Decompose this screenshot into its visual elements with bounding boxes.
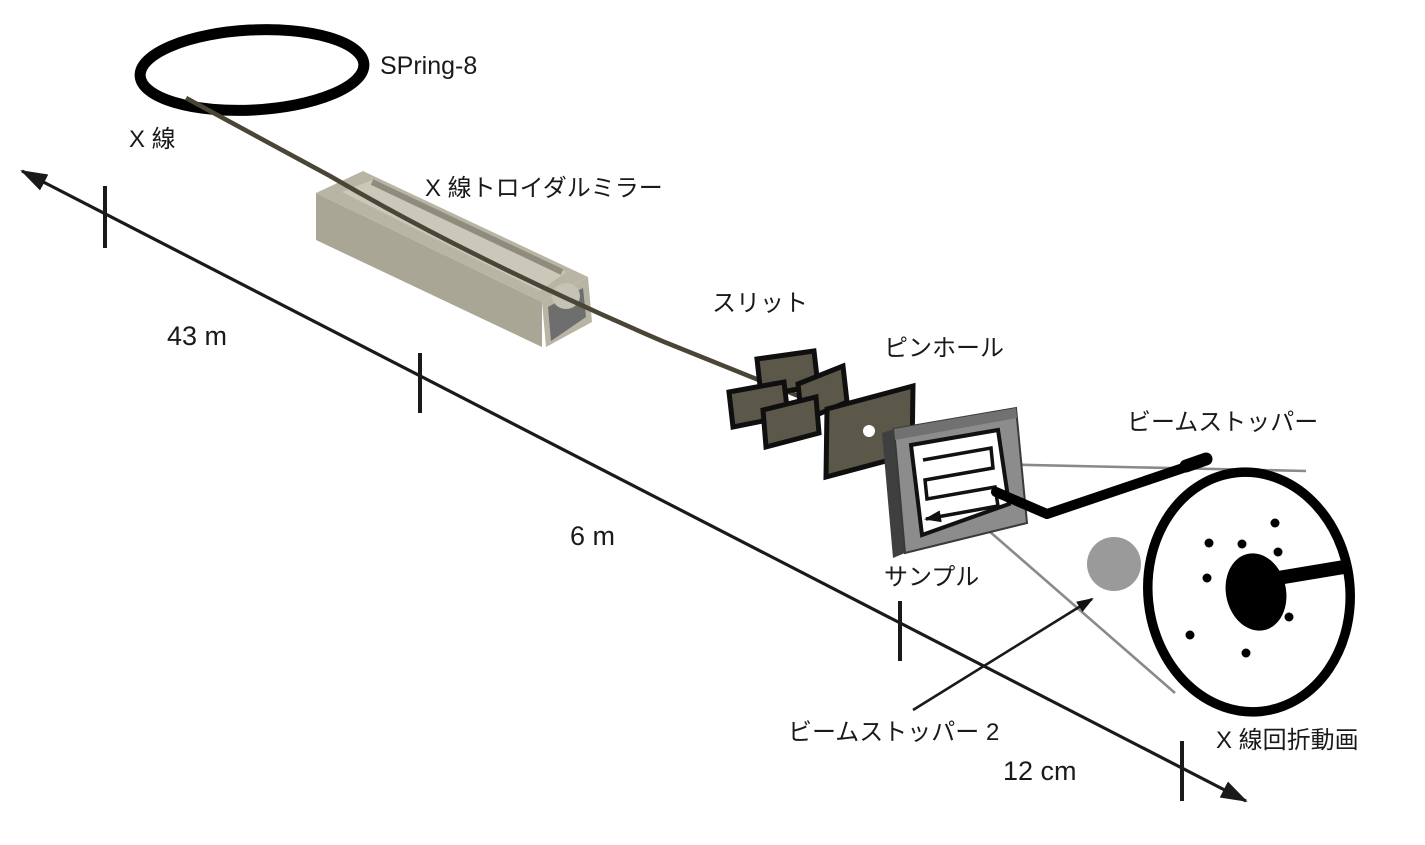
sample-side-edge (882, 429, 905, 558)
beam-stopper-2-label: ビームストッパー 2 (788, 719, 999, 746)
beam-stopper-arm (991, 458, 1203, 519)
detector (1143, 467, 1355, 717)
raster-scan-path (922, 445, 1000, 523)
mirror-channel-rail (370, 179, 564, 275)
slit-label: スリット (712, 290, 808, 317)
distance-43m: 43 m (167, 321, 227, 351)
sample-frame-top-shade (894, 408, 1017, 440)
beam-stopper-2-disc (1087, 537, 1141, 591)
beamstop-shadow (1225, 553, 1287, 631)
dimension-axis (20, 169, 1248, 803)
slit-plate-bottom (760, 393, 822, 451)
toroidal-mirror (316, 171, 592, 347)
sample (882, 406, 1029, 558)
xray-beam (184, 95, 881, 437)
pinhole-hole (863, 425, 875, 437)
dimension-line (20, 169, 1248, 803)
beam-stopper-tip (1179, 452, 1213, 473)
storage-ring (134, 24, 370, 116)
detector-label: X 線回折動画 (1216, 727, 1359, 754)
xray-label: X 線 (129, 126, 176, 153)
pinhole-label: ピンホール (884, 335, 1004, 362)
beamstop-shadow-bar (1270, 560, 1346, 586)
beam-stopper (991, 452, 1213, 519)
beam-stopper-label: ビームストッパー (1127, 409, 1318, 436)
mirror-front-face (316, 193, 542, 347)
distance-6m: 6 m (570, 521, 615, 551)
beam-stopper-2-arrow (912, 597, 1094, 712)
mirror-label: X 線トロイダルミラー (425, 175, 663, 202)
sample-label: サンプル (884, 564, 979, 591)
source-label: SPring-8 (380, 52, 477, 80)
distance-12cm: 12 cm (1003, 756, 1077, 786)
diffraction-spots (1185, 518, 1294, 658)
mirror-channel (342, 180, 566, 291)
